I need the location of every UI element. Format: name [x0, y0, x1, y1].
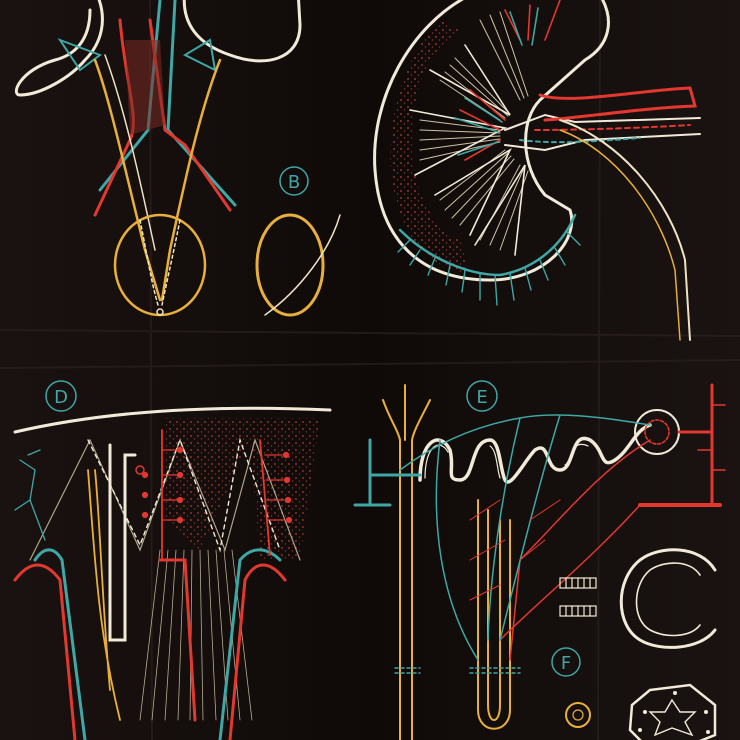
panel-c-kidney-section	[373, 0, 701, 341]
nephron-loop-white	[108, 443, 137, 642]
tubule-c-ring-inner	[635, 562, 701, 637]
bladder-inner-ducts	[139, 219, 181, 306]
vessel-loops-red	[13, 558, 287, 740]
bladder-side-ureter	[264, 214, 341, 316]
medullary-ray-dashed	[87, 437, 281, 553]
glomerulus-tuft	[644, 419, 670, 445]
panel-d-label: D	[54, 387, 68, 408]
panel-a-kidneys-and-vessels	[14, 0, 341, 317]
right-kidney-outline	[182, 0, 302, 63]
panel-f-tubule-sections	[551, 548, 717, 740]
cortex-region	[165, 418, 320, 560]
panel-e-label-circle	[466, 380, 498, 412]
arcuate-vessels-cyan	[398, 213, 577, 277]
cyan-vessel-left	[353, 438, 422, 507]
renal-artery	[534, 124, 691, 131]
duct-marks	[394, 667, 521, 674]
capsule-arc	[13, 406, 332, 434]
ureter-yellow	[559, 129, 681, 341]
small-tubule-lumen	[572, 709, 584, 721]
renal-hilum-left	[57, 37, 103, 72]
interlobular-cyan	[397, 231, 581, 306]
arteriole-branches	[697, 404, 726, 471]
panel-b-label: B	[288, 172, 300, 193]
interlobular-red	[161, 429, 271, 561]
ureter-left-2	[104, 54, 156, 251]
renal-vein	[538, 86, 697, 122]
large-tubule-octagon	[628, 683, 717, 740]
afferent-arterioles	[141, 446, 293, 524]
urethral-opening	[156, 308, 164, 316]
vessel-loops-cyan	[33, 548, 282, 740]
renal-cortex	[390, 20, 470, 275]
panel-f-label-circle	[551, 647, 581, 677]
peritubular-branches	[469, 499, 561, 601]
ureter-from-kidney	[559, 119, 691, 341]
panel-e-nephron	[353, 380, 726, 740]
cell-nuclei	[638, 691, 710, 734]
glomerulus-small	[135, 465, 145, 475]
small-tubule-section	[565, 702, 591, 728]
ureter-left	[93, 58, 162, 302]
aortic-fill	[125, 40, 165, 135]
panel-d-label-circle	[45, 380, 77, 412]
nephron-yellow	[87, 469, 121, 721]
tubule-c-ring-outer	[619, 548, 717, 649]
left-kidney-outline	[14, 0, 104, 97]
large-tubule-star-lumen	[648, 698, 697, 737]
pyramid-outline-d	[29, 438, 301, 561]
panel-f-label: F	[561, 653, 571, 674]
kidney-section-outline	[373, 0, 610, 282]
hilum-vessels	[454, 0, 561, 161]
collecting-duct-yellow	[382, 384, 431, 740]
panel-e-label: E	[476, 387, 487, 408]
capillary-network-cyan	[399, 414, 651, 661]
convoluted-tubule-white	[418, 423, 652, 484]
cortical-veins-cyan	[14, 449, 46, 541]
panel-d-pyramid-detail	[13, 380, 332, 740]
ureter-right	[160, 58, 222, 302]
epithelial-cells	[559, 577, 597, 617]
panel-b-label-circle	[279, 166, 309, 196]
bladder-side-view	[255, 213, 325, 317]
pyramid-outlines	[409, 44, 526, 256]
renal-hilum-right	[182, 38, 217, 72]
loop-of-henle	[477, 499, 511, 730]
